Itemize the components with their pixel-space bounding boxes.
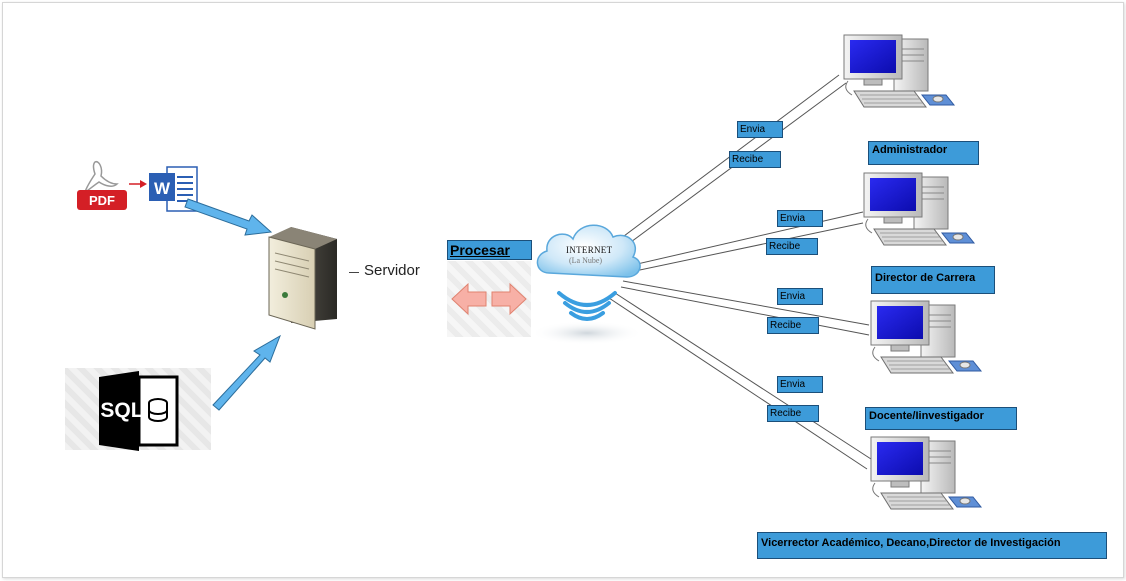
role-label-docente: Docente/Iinvestigador xyxy=(865,407,1017,430)
line-vicerrector-b xyxy=(608,297,868,470)
process-label: Procesar xyxy=(447,240,532,260)
receive-label-director: Recibe xyxy=(766,238,818,255)
line-director-b xyxy=(634,222,864,272)
word-letter: W xyxy=(154,179,171,198)
pdf-label: PDF xyxy=(89,193,115,208)
word-icon: W xyxy=(149,166,198,212)
convert-arrow-icon xyxy=(129,180,147,188)
server-label: Servidor xyxy=(364,262,420,279)
receive-label-docente: Recibe xyxy=(767,317,819,334)
line-director-a xyxy=(632,211,864,266)
internet-subtitle: (La Nube) xyxy=(569,256,603,265)
line-docente-a xyxy=(622,280,870,326)
connection-lines xyxy=(607,74,872,470)
line-vicerrector-a xyxy=(614,292,872,460)
server-label-leader xyxy=(349,272,359,273)
pdf-icon: PDF xyxy=(77,160,127,210)
sql-icon: SQL xyxy=(99,371,179,451)
line-docente-b xyxy=(620,286,870,336)
receive-label-admin: Recibe xyxy=(729,151,781,168)
role-label-director: Director de Carrera xyxy=(871,266,995,294)
internet-title: INTERNET xyxy=(566,245,613,255)
send-label-admin: Envia xyxy=(737,121,783,138)
send-label-director: Envia xyxy=(777,210,823,227)
send-label-docente: Envia xyxy=(777,288,823,305)
input-arrows xyxy=(184,198,281,411)
role-label-admin: Administrador xyxy=(868,141,979,165)
computer-icon-admin xyxy=(838,33,968,122)
computer-icon-director xyxy=(858,171,988,260)
send-label-vicerrector: Envia xyxy=(777,376,823,393)
exchange-arrows-icon xyxy=(451,282,527,316)
computer-icon-docente xyxy=(865,299,995,388)
internet-cloud-icon xyxy=(531,224,643,345)
role-label-vicerrector: Vicerrector Académico, Decano,Director d… xyxy=(757,532,1107,559)
sql-label: SQL xyxy=(100,399,143,422)
line-admin-a xyxy=(607,74,840,249)
word-to-server-arrow-icon xyxy=(184,198,273,236)
line-admin-b xyxy=(615,82,847,254)
server-icon xyxy=(268,227,337,330)
computer-icon-vicerrector xyxy=(865,435,995,524)
sql-to-server-arrow-icon xyxy=(212,334,281,411)
receive-label-vicerrector: Recibe xyxy=(767,405,819,422)
